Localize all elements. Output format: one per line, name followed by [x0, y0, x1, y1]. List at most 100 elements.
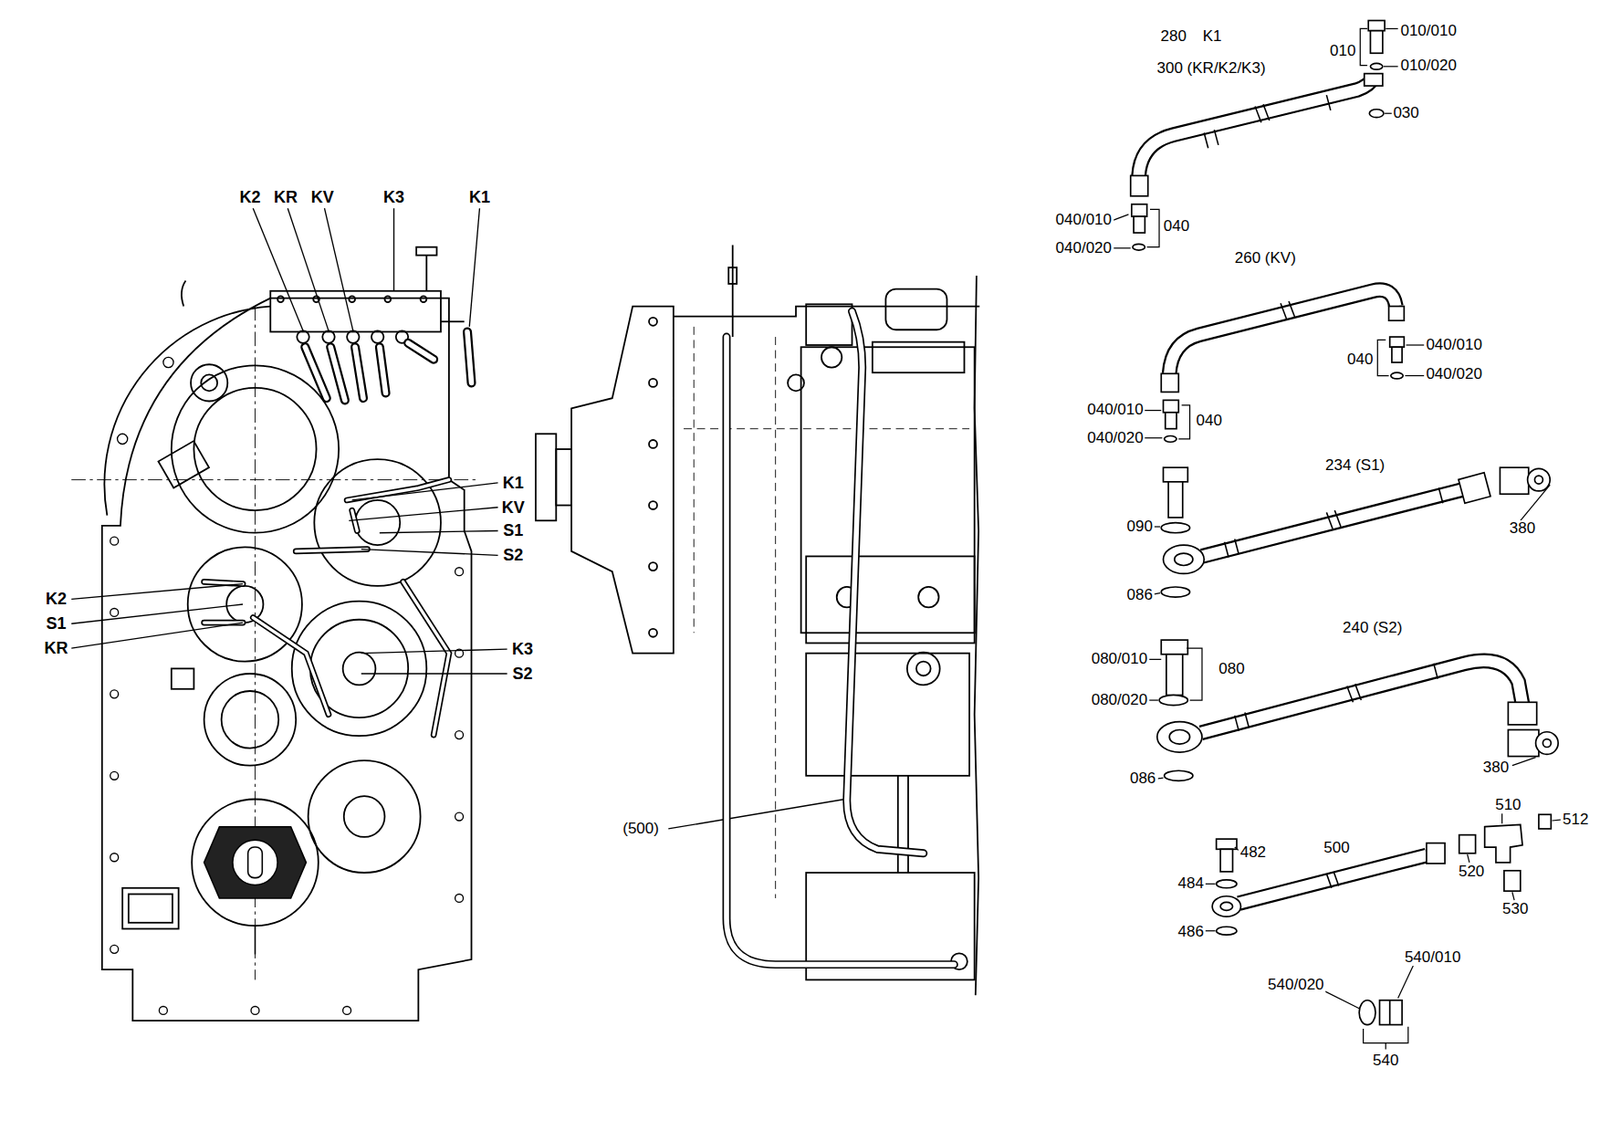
- hose-stubs-inner: [304, 331, 471, 400]
- fittings: [1220, 901, 1233, 910]
- fittings: [1369, 109, 1384, 118]
- pipes-outer: [847, 311, 924, 854]
- fittings: [1163, 399, 1180, 412]
- side-view: [673, 306, 980, 317]
- fittings: [1459, 835, 1476, 854]
- fittings: [1164, 436, 1177, 443]
- hose-stubs-inner: [379, 346, 387, 393]
- fittings: [1169, 729, 1190, 744]
- housing-outline: [102, 298, 472, 1022]
- callout-label: 234 (S1): [1323, 457, 1387, 474]
- small-leaders: [1147, 209, 1160, 247]
- center-lines: [71, 306, 480, 981]
- side-view: [787, 374, 805, 391]
- fittings: [1527, 468, 1551, 492]
- hose-stubs-inner: [467, 331, 471, 383]
- side-view: [648, 562, 658, 571]
- valve-block: [416, 247, 437, 256]
- housing-outline: [157, 440, 209, 488]
- valve-block: [420, 295, 428, 303]
- hose-breaks: [1355, 683, 1362, 701]
- hose-breaks: [1263, 104, 1270, 121]
- fittings: [1499, 467, 1528, 494]
- side-view: [805, 303, 852, 346]
- fittings: [1130, 20, 1559, 1025]
- internal-hoses-inner: [204, 581, 243, 584]
- fittings: [1130, 175, 1149, 196]
- hose-stubs-inner: [304, 346, 326, 398]
- hose-breaks: [1347, 685, 1354, 702]
- side-view: [918, 586, 939, 607]
- callout-label: 080/020: [1089, 691, 1150, 709]
- hoses-inner: [1202, 488, 1470, 557]
- hose-breaks: [1203, 132, 1208, 148]
- valve-block: [181, 281, 187, 307]
- callout-label: 500: [1321, 839, 1351, 857]
- callout-label: 010/010: [1398, 22, 1458, 40]
- hose-breaks: [1203, 94, 1444, 889]
- fittings: [1159, 694, 1188, 705]
- small-leaders: [1383, 65, 1399, 67]
- callout-label: K1: [1201, 28, 1224, 45]
- small-leaders: [1359, 28, 1368, 65]
- housing-outline: [343, 652, 377, 686]
- hose-breaks: [1213, 129, 1218, 146]
- callout-label: S1: [43, 615, 68, 633]
- fittings: [1216, 926, 1237, 935]
- hoses-inner: [1201, 660, 1523, 733]
- hose-breaks: [1244, 711, 1249, 728]
- hose-breaks: [1438, 488, 1443, 504]
- small-leaders: [1512, 757, 1537, 766]
- hose-breaks: [1254, 105, 1262, 123]
- housing-outline: [344, 795, 386, 837]
- hoses-inner: [1169, 290, 1396, 375]
- internal-hoses: [204, 581, 243, 584]
- fittings: [1364, 73, 1383, 86]
- leader-lines: [361, 672, 508, 674]
- internal-hoses-inner: [204, 480, 450, 735]
- fittings: [1166, 654, 1183, 696]
- fittings: [1160, 639, 1188, 655]
- callout-label: 512: [1560, 811, 1590, 828]
- callout-label: 540: [1370, 1052, 1401, 1069]
- hoses-inner: [1238, 855, 1427, 904]
- small-leaders: [1149, 699, 1159, 701]
- leader-lines: [668, 799, 845, 829]
- bolt-holes: [110, 771, 119, 780]
- housing-outline: [188, 546, 303, 661]
- callout-label: K3: [510, 640, 535, 659]
- small-leaders: [1157, 777, 1164, 779]
- callout-label: 540/010: [1402, 949, 1463, 966]
- fittings: [1216, 838, 1237, 849]
- leader-lines: [361, 648, 508, 653]
- small-leaders: [1385, 1043, 1387, 1050]
- internal-hoses: [252, 617, 329, 715]
- internal-hoses-inner: [295, 549, 367, 552]
- small-leaders: [1143, 409, 1161, 411]
- fittings: [1538, 814, 1551, 829]
- side-view: [821, 346, 842, 367]
- fittings: [1536, 732, 1559, 755]
- housing-outline: [190, 364, 228, 401]
- hoses-outer: [1202, 488, 1470, 557]
- leader-lines: [469, 208, 480, 327]
- internal-hoses-inner: [403, 581, 450, 735]
- bolt-holes: [455, 567, 464, 576]
- side-view: [535, 244, 980, 995]
- bolt-holes: [110, 944, 119, 953]
- callout-label: 040/010: [1085, 402, 1145, 419]
- callout-label: 510: [1493, 796, 1523, 814]
- converter-hub: [254, 925, 257, 954]
- hose-stubs-inner: [355, 346, 364, 398]
- callout-label: 040: [1345, 351, 1375, 368]
- callout-label: 040/020: [1423, 366, 1484, 383]
- side-view: [648, 378, 658, 387]
- hoses-outer: [1139, 77, 1523, 903]
- fittings: [1389, 306, 1405, 322]
- hose-stubs: [407, 343, 434, 360]
- valve-block: [384, 295, 391, 303]
- callout-label: 260 (KV): [1233, 250, 1298, 267]
- hoses-outer: [1238, 855, 1427, 904]
- callout-label: 482: [1238, 844, 1268, 861]
